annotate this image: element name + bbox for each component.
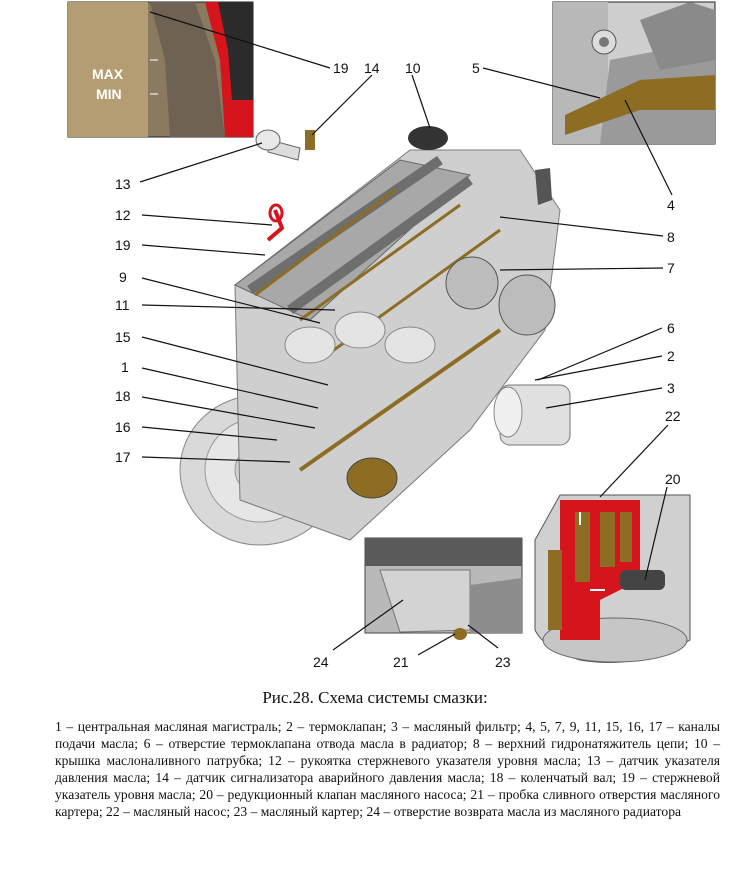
tensioner-inset: [552, 1, 716, 145]
callout-19-top: 19: [333, 60, 349, 76]
figure-caption: Рис.28. Схема системы смазки:: [262, 688, 488, 707]
callout-21: 21: [393, 654, 409, 670]
callout-1: 1: [121, 359, 129, 375]
oil-pan-inset: [364, 537, 523, 640]
max-mark-label: MAX: [92, 66, 124, 82]
callout-2: 2: [667, 348, 675, 364]
callout-6: 6: [667, 320, 675, 336]
callout-20: 20: [665, 471, 681, 487]
figure-legend: 1 – центральная масляная магистраль; 2 –…: [55, 719, 720, 819]
callout-3: 3: [667, 380, 675, 396]
callout-numbers: 19 14 10 5 4 13 12 19 9 11 15 1 18 16 17…: [115, 60, 681, 670]
callout-22: 22: [665, 408, 681, 424]
callout-18: 18: [115, 388, 131, 404]
min-mark-label: MIN: [96, 86, 122, 102]
callout-5: 5: [472, 60, 480, 76]
callout-7: 7: [667, 260, 675, 276]
callout-13: 13: [115, 176, 131, 192]
callout-17: 17: [115, 449, 131, 465]
callout-4: 4: [667, 197, 675, 213]
callout-16: 16: [115, 419, 131, 435]
callout-15: 15: [115, 329, 131, 345]
dipstick-inset: MAX MIN: [67, 1, 254, 138]
callout-24: 24: [313, 654, 329, 670]
callout-10: 10: [405, 60, 421, 76]
callout-19: 19: [115, 237, 131, 253]
engine-illustration: [179, 126, 571, 546]
oil-pump-inset: [534, 494, 691, 663]
callout-9: 9: [119, 269, 127, 285]
callout-8: 8: [667, 229, 675, 245]
callout-12: 12: [115, 207, 131, 223]
callout-11: 11: [115, 297, 130, 313]
lubrication-system-diagram: MAX MIN: [67, 1, 716, 670]
callout-23: 23: [495, 654, 511, 670]
callout-14: 14: [364, 60, 380, 76]
leader-lines: [139, 11, 673, 656]
